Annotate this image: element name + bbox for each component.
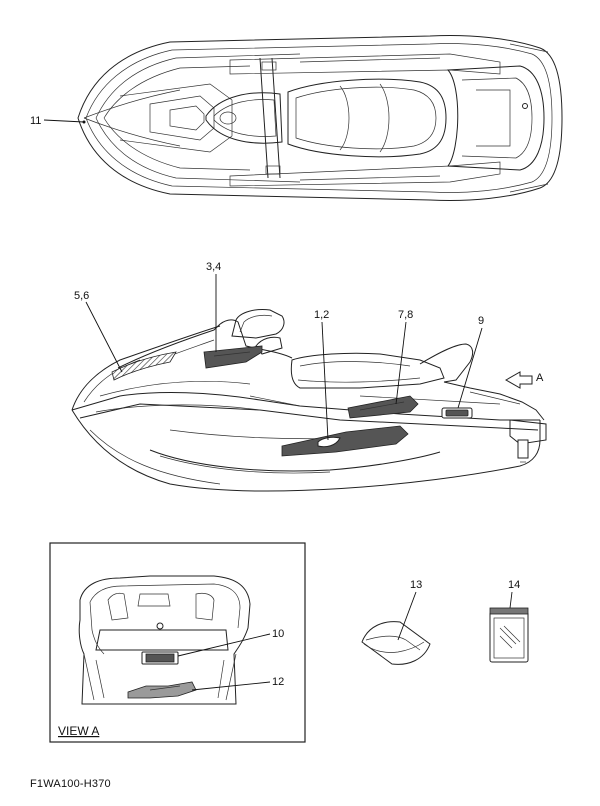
callout-label-9: 9 (478, 315, 484, 327)
side-view-watercraft (71, 309, 547, 492)
callout-label-1-2: 1,2 (314, 309, 329, 321)
callout-label-10: 10 (272, 628, 284, 640)
callout-label-a: A (536, 372, 544, 384)
part-14-bag: 14 (489, 579, 529, 663)
callout-label-12: 12 (272, 676, 284, 688)
view-a-label: VIEW A (58, 724, 99, 738)
callout-3-4: 3,4 (206, 261, 221, 352)
decal-12 (127, 681, 197, 699)
part-13-pouch: 13 (361, 579, 431, 665)
top-view-watercraft (77, 35, 563, 201)
callout-label-14: 14 (508, 579, 520, 591)
callout-label-5-6: 5,6 (74, 290, 89, 302)
callout-12: 12 (191, 676, 284, 691)
callout-5-6: 5,6 (74, 290, 123, 373)
callout-label-7-8: 7,8 (398, 309, 413, 321)
decal-7-8 (347, 395, 419, 419)
callout-9: 9 (457, 315, 484, 409)
callout-10: 10 (177, 628, 284, 657)
decal-5-6 (111, 351, 177, 381)
callout-11: 11 (30, 115, 86, 127)
figure-code: F1WA100-H370 (30, 778, 111, 790)
view-direction-arrow-icon (504, 371, 533, 389)
decal-1-2 (281, 425, 409, 457)
callout-label-13: 13 (410, 579, 422, 591)
view-a-panel: VIEW A (49, 542, 306, 743)
callout-1-2: 1,2 (314, 309, 329, 441)
callout-view-a-arrow: A (504, 371, 544, 389)
callout-7-8: 7,8 (395, 309, 413, 405)
decal-3-4 (203, 345, 263, 369)
callout-label-3-4: 3,4 (206, 261, 221, 273)
callout-label-11: 11 (30, 115, 41, 127)
